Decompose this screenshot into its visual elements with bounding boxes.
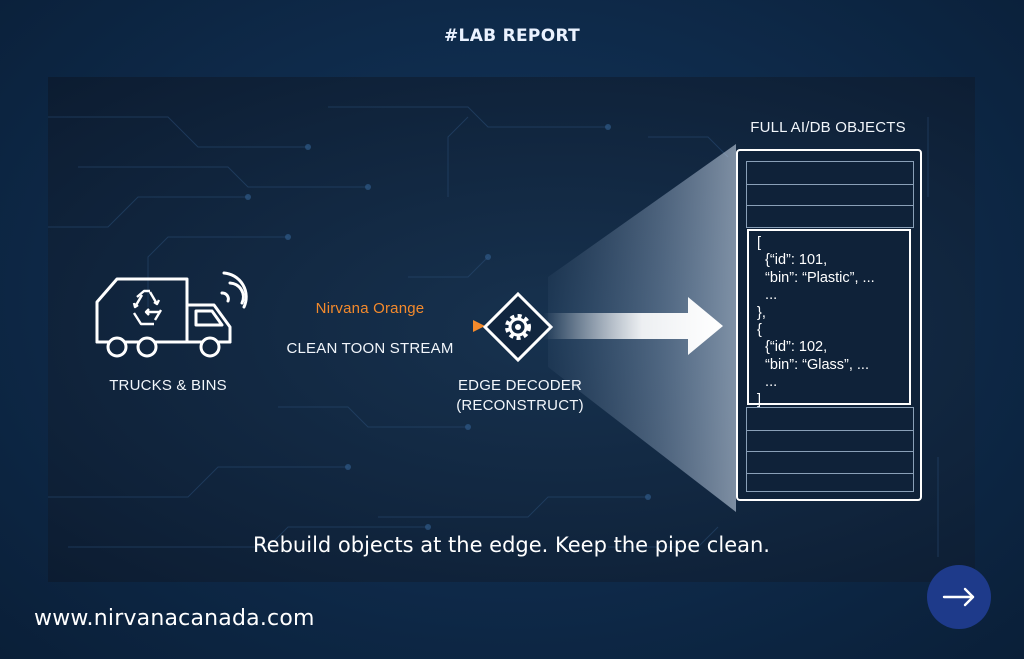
stream-name: Nirvana Orange (315, 300, 425, 317)
page-tag: #LAB REPORT (444, 26, 580, 46)
reconstruct-arrow (543, 297, 723, 355)
frame-row (746, 473, 914, 492)
frame-row (746, 183, 914, 206)
decoder-label: EDGE DECODER (RECONSTRUCT) (432, 376, 608, 416)
website-link[interactable]: www.nirvanacanada.com (34, 606, 315, 631)
source-label: TRUCKS & BINS (109, 377, 227, 394)
decoder-label-line1: EDGE DECODER (457, 377, 583, 394)
next-button[interactable] (927, 565, 991, 629)
circuit-background (48, 106, 939, 557)
json-line: { (757, 322, 762, 339)
json-object-box: [ {“id”: 101, “bin”: “Plastic”, ... ... … (747, 229, 911, 408)
json-line: “bin”: “Plastic”, ... (757, 269, 875, 286)
diagram-caption: Rebuild objects at the edge. Keep the pi… (253, 533, 770, 557)
json-line: {“id”: 102, (757, 339, 828, 356)
frame-row (746, 205, 914, 228)
arrow-right-icon (942, 587, 975, 607)
json-line: ... (757, 287, 778, 304)
diagram-panel: TRUCKS & BINS Nirvana Orange CLEAN TOON … (48, 77, 975, 582)
gear-diamond-icon (482, 291, 554, 363)
json-line: {“id”: 101, (757, 252, 828, 269)
frame-row (746, 161, 914, 185)
json-line: ... (757, 374, 778, 391)
frame-row (746, 451, 914, 474)
stream-arrowhead (473, 320, 485, 332)
json-line: “bin”: “Glass”, ... (757, 356, 869, 373)
json-line: [ (757, 235, 762, 251)
json-line: ] (757, 391, 762, 408)
decoder-label-line2: (RECONSTRUCT) (456, 397, 584, 414)
frame-row (746, 407, 914, 431)
recycling-truck-icon (95, 271, 248, 358)
json-line: }, (757, 304, 766, 321)
frame-row (746, 429, 914, 452)
output-title: FULL AI/DB OBJECTS (750, 119, 906, 136)
stream-label: CLEAN TOON STREAM (286, 340, 454, 357)
